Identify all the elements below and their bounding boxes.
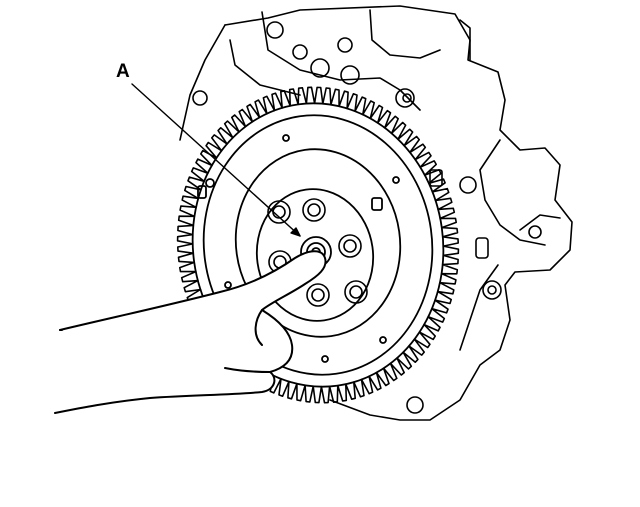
- flywheel-plate: [191, 102, 445, 388]
- bolt: [306, 283, 330, 307]
- bolt: [267, 200, 291, 224]
- bolt: [344, 280, 368, 304]
- engine-block: [179, 5, 573, 421]
- bolt: [338, 234, 362, 258]
- hand-illustration: [54, 250, 327, 414]
- callout-leader-a: [131, 83, 301, 237]
- callout-label-a: A: [116, 61, 130, 82]
- bolt: [302, 198, 326, 222]
